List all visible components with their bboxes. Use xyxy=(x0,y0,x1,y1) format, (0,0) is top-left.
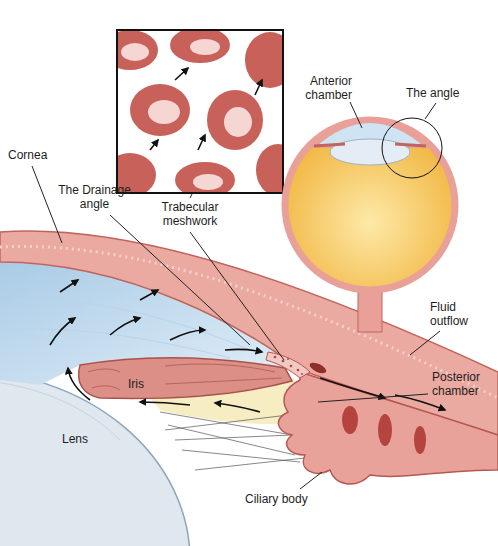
part-label: Fluid outflow xyxy=(430,300,485,329)
whole-eye xyxy=(285,118,455,332)
trabecular-meshwork xyxy=(266,352,328,378)
part-label: Cornea xyxy=(8,148,68,162)
part-label: Iris xyxy=(128,377,158,391)
part-label: Lens xyxy=(62,432,102,446)
part-label: Trabecular meshwork xyxy=(150,200,230,229)
part-label: Posterior chamber xyxy=(432,370,494,399)
part-label: Anterior chamber xyxy=(282,74,352,103)
part-label: The angle xyxy=(406,86,476,100)
part-label: The Drainage angle xyxy=(52,183,137,212)
meshwork-inset xyxy=(102,27,300,198)
flow-arrows xyxy=(50,280,445,412)
leader-lines xyxy=(32,102,440,489)
part-label: Ciliary body xyxy=(245,492,335,506)
iris xyxy=(79,358,292,399)
